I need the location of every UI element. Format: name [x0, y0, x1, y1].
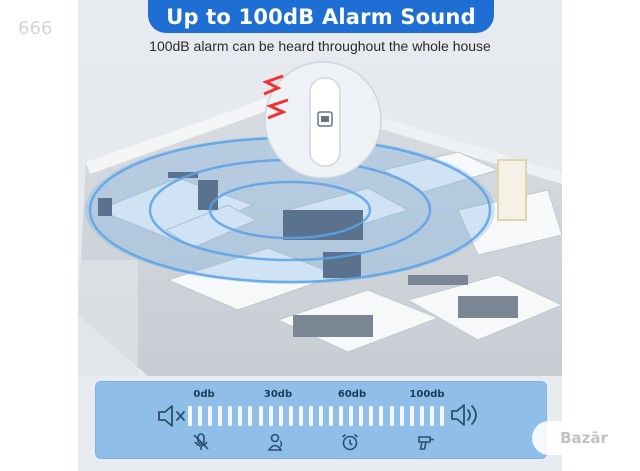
- mute-microphone-icon: [193, 433, 209, 450]
- person-icon: [267, 433, 283, 451]
- decibel-bar: [258, 406, 263, 426]
- corner-tag: 666: [18, 18, 53, 39]
- decibel-bar: [429, 406, 434, 426]
- decibel-bar: [308, 406, 313, 426]
- mute-speaker-icon: [158, 405, 185, 427]
- decibel-bar: [218, 406, 223, 426]
- decibel-meter: 0db 30db 60db 100db: [95, 381, 547, 459]
- loud-speaker-icon: [451, 404, 477, 426]
- decibel-bar: [339, 406, 344, 426]
- house-floorplan-illustration: [78, 60, 562, 376]
- decibel-bar: [288, 406, 293, 426]
- decibel-bar: [248, 406, 253, 426]
- decibel-bar: [198, 406, 203, 426]
- decibel-bar: [298, 406, 303, 426]
- decibel-label-30: 30db: [263, 389, 293, 400]
- decibel-bar: [419, 406, 424, 426]
- decibel-label-100: 100db: [409, 389, 445, 400]
- decibel-bar: [208, 406, 213, 426]
- decibel-bar: [389, 406, 394, 426]
- decibel-bar: [319, 406, 324, 426]
- decibel-bar: [409, 406, 414, 426]
- decibel-bar: [329, 406, 334, 426]
- decibel-bar: [188, 406, 192, 426]
- decibel-bar: [399, 406, 404, 426]
- banner-title: Up to 100dB Alarm Sound: [148, 0, 494, 33]
- decibel-bar: [238, 406, 243, 426]
- decibel-bar: [278, 406, 283, 426]
- decibel-bar: [349, 406, 354, 426]
- decibel-bars: [188, 406, 444, 426]
- decibel-labels: 0db 30db 60db 100db: [96, 389, 546, 403]
- decibel-label-0: 0db: [193, 389, 215, 400]
- banner-subtitle: 100dB alarm can be heard throughout the …: [149, 38, 491, 54]
- decibel-bar: [439, 406, 444, 426]
- watermark-logo: Bazār: [532, 421, 636, 455]
- decibel-bar: [379, 406, 384, 426]
- decibel-bar: [359, 406, 364, 426]
- decibel-bar: [268, 406, 273, 426]
- power-drill-icon: [418, 436, 434, 450]
- alarm-clock-icon: [341, 433, 359, 451]
- decibel-label-60: 60db: [337, 389, 367, 400]
- decibel-bar: [369, 406, 374, 426]
- decibel-bar: [228, 406, 233, 426]
